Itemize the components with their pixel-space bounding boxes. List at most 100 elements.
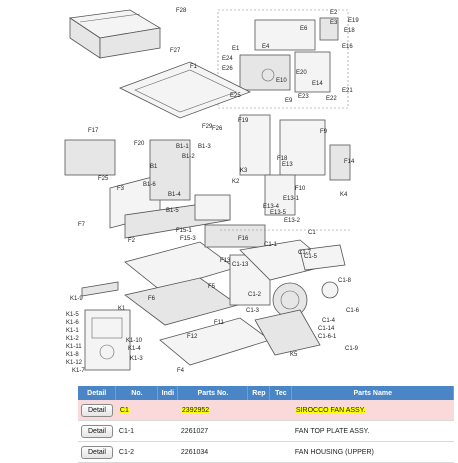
part-label: B1-5 (166, 208, 179, 214)
part-label: B1 (150, 164, 158, 170)
part-label: F1 (190, 64, 198, 70)
part-label: E13-1 (283, 196, 300, 202)
c1-sirocco-fan-group (220, 229, 350, 356)
part-label: K1-1 (66, 328, 79, 334)
part-label: C1-5 (304, 254, 318, 260)
part-no-cell: C1-1 (115, 420, 158, 442)
part-label: E9 (285, 98, 293, 104)
part-label: K1-7 (72, 368, 85, 374)
top-panel-f1 (118, 61, 252, 119)
part-label: B1-6 (143, 182, 156, 188)
part-no-cell-text: C1-2 (118, 448, 135, 456)
part-label: F28 (176, 8, 187, 14)
part-label: F2 (128, 238, 136, 244)
col-rep: Rep (247, 386, 271, 400)
part-label: E13-4 (263, 204, 280, 210)
part-label: B1-1 (176, 144, 189, 150)
rep-cell (247, 400, 270, 421)
parts-name-cell: SIROCCO FAN ASSY. (291, 400, 454, 421)
detail-button[interactable]: Detail (81, 445, 113, 459)
col-no: No. (115, 386, 159, 400)
parts-number-cell: 2392952 (177, 400, 248, 421)
part-label: F25 (98, 176, 109, 182)
part-label: C1-4 (322, 318, 336, 324)
detail-cell: Detail (78, 441, 116, 463)
parts-name-cell-text: FAN HOUSING (UPPER) (294, 448, 374, 456)
part-no-cell: C1 (115, 400, 158, 421)
part-label: K1-4 (128, 346, 141, 352)
part-label: F15-1 (176, 228, 192, 234)
detail-button[interactable]: Detail (81, 424, 113, 438)
part-label: C1-9 (345, 346, 359, 352)
part-label: K1-6 (66, 320, 79, 326)
col-parts-name: Parts Name (291, 386, 454, 400)
part-label: F18 (277, 156, 288, 162)
part-no-cell-text: C1 (118, 406, 130, 414)
col-indi: Indi (157, 386, 179, 400)
part-label: F12 (187, 334, 198, 340)
frame-parts (64, 114, 351, 239)
part-label: F15-3 (180, 236, 196, 242)
part-label: E2 (330, 10, 338, 16)
detail-cell: Detail (78, 400, 116, 421)
part-label: F14 (344, 159, 355, 165)
part-label: K1-3 (130, 356, 143, 362)
part-label: E22 (326, 96, 337, 102)
table-row[interactable]: Detail C1 2392952 SIROCCO FAN ASSY. (78, 400, 454, 421)
parts-name-cell: FAN TOP PLATE ASSY. (291, 420, 454, 442)
part-label: F5 (208, 284, 216, 290)
part-no-cell-text: C1-1 (118, 427, 135, 435)
parts-number-cell: 2261034 (177, 441, 248, 463)
part-label: C1-2 (248, 292, 262, 298)
parts-table: Detail No. Indi Parts No. Rep Tec Parts … (78, 386, 454, 463)
part-label: F29 (202, 124, 213, 130)
part-label: F27 (170, 48, 181, 54)
part-label: C1-13 (232, 262, 249, 268)
part-label: C1-6-1 (318, 334, 337, 340)
part-label: K1-10 (126, 338, 143, 344)
rep-cell (247, 420, 270, 442)
part-label: K1 (118, 306, 126, 312)
parts-name-cell-text: FAN TOP PLATE ASSY. (294, 427, 370, 435)
part-label: F13 (220, 258, 231, 264)
part-label: F19 (238, 118, 249, 124)
part-label: E26 (222, 66, 233, 72)
part-label: E19 (348, 18, 359, 24)
col-tec: Tec (269, 386, 293, 400)
part-label: F10 (295, 186, 306, 192)
part-label: K1-5 (66, 312, 79, 318)
part-label: F26 (212, 126, 223, 132)
part-no-cell: C1-2 (115, 441, 158, 463)
part-label: B1-3 (198, 144, 211, 150)
part-label: E13 (282, 162, 293, 168)
part-label: E13-5 (270, 210, 287, 216)
part-label: K5 (290, 352, 298, 358)
parts-number-cell-text: 2392952 (180, 406, 211, 414)
detail-button[interactable]: Detail (81, 403, 113, 417)
part-label: E23 (298, 94, 309, 100)
part-label: K3 (240, 168, 248, 174)
part-label: E18 (344, 28, 355, 34)
rep-cell (247, 441, 270, 463)
part-label: C1-3 (246, 308, 260, 314)
part-label: F17 (88, 128, 99, 134)
part-label: E24 (222, 56, 233, 62)
table-row[interactable]: Detail C1-2 2261034 FAN HOUSING (UPPER) (78, 441, 454, 463)
part-label: E20 (296, 70, 307, 76)
part-label: E1 (232, 46, 240, 52)
part-label: E3 (330, 20, 338, 26)
part-label: E10 (276, 78, 287, 84)
part-label: K4 (340, 192, 348, 198)
unit-overview-drawing (68, 9, 162, 59)
tec-cell (269, 441, 292, 463)
parts-name-cell-text: SIROCCO FAN ASSY. (294, 406, 367, 414)
parts-number-cell-text: 2261034 (180, 448, 209, 456)
drain-pan-parts (124, 224, 271, 366)
indi-cell (157, 400, 178, 421)
part-label: K1-12 (66, 360, 83, 366)
part-label: C1-1 (264, 242, 278, 248)
col-detail: Detail (78, 386, 117, 400)
